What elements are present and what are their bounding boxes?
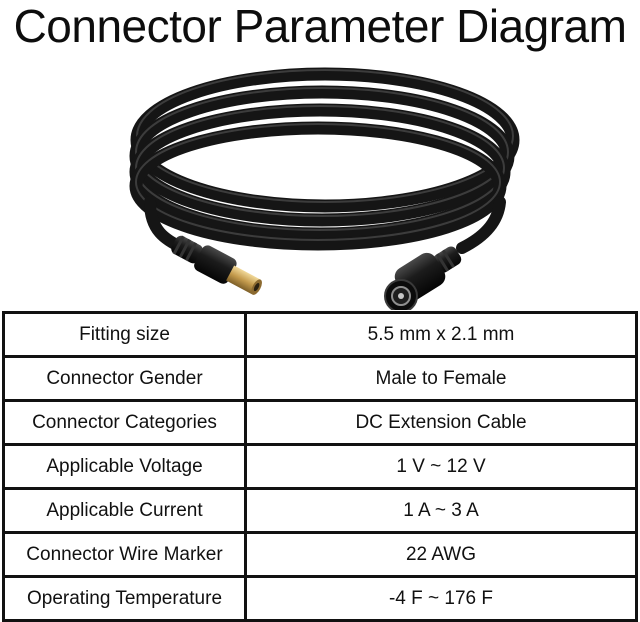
spec-value: 1 V ~ 12 V [244, 443, 638, 490]
spec-label: Operating Temperature [2, 575, 247, 622]
spec-value: Male to Female [244, 355, 638, 402]
spec-label: Applicable Current [2, 487, 247, 534]
table-row: Applicable Voltage 1 V ~ 12 V [2, 443, 638, 490]
table-row: Connector Wire Marker 22 AWG [2, 531, 638, 578]
page-title: Connector Parameter Diagram [13, 0, 627, 52]
spec-value: DC Extension Cable [244, 399, 638, 446]
spec-value: 5.5 mm x 2.1 mm [244, 311, 638, 358]
spec-value: -4 F ~ 176 F [244, 575, 638, 622]
spec-table: Fitting size 5.5 mm x 2.1 mm Connector G… [2, 311, 638, 622]
table-row: Connector Gender Male to Female [2, 355, 638, 402]
spec-label: Connector Wire Marker [2, 531, 247, 578]
spec-label: Connector Gender [2, 355, 247, 402]
table-row: Applicable Current 1 A ~ 3 A [2, 487, 638, 534]
male-connector-icon [171, 235, 262, 295]
table-row: Operating Temperature -4 F ~ 176 F [2, 575, 638, 622]
spec-value: 22 AWG [244, 531, 638, 578]
spec-value: 1 A ~ 3 A [244, 487, 638, 534]
table-row: Fitting size 5.5 mm x 2.1 mm [2, 311, 638, 358]
spec-label: Applicable Voltage [2, 443, 247, 490]
cable-coil [129, 67, 520, 251]
spec-label: Connector Categories [2, 399, 247, 446]
cable-product-image [129, 67, 520, 310]
table-row: Connector Categories DC Extension Cable [2, 399, 638, 446]
spec-label: Fitting size [2, 311, 247, 358]
